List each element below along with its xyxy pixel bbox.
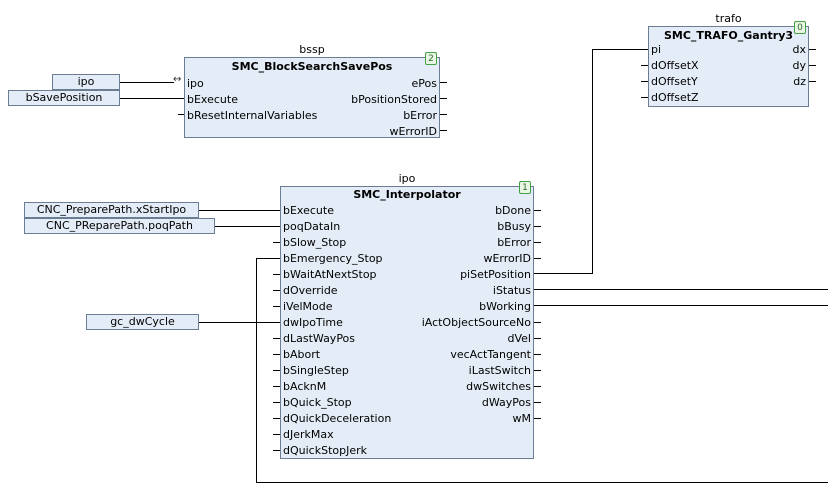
- ipo-input-pin[interactable]: iVelMode: [283, 300, 333, 313]
- ipo-input-pin[interactable]: bExecute: [283, 204, 334, 217]
- ipo-output-pin[interactable]: dwSwitches: [466, 380, 531, 393]
- ipo-output-pin[interactable]: dVel: [507, 332, 531, 345]
- ipo-order-badge: 1: [519, 181, 531, 194]
- ipo-output-pin[interactable]: piSetPosition: [460, 268, 531, 281]
- bssp-output-pin[interactable]: ePos: [411, 77, 437, 90]
- trafo-function-block[interactable]: SMC_TRAFO_Gantry3 0 pi dOffsetX dOffsetY…: [648, 21, 809, 107]
- ipo-input-pin[interactable]: bWaitAtNextStop: [283, 268, 377, 281]
- bssp-output-pin[interactable]: bPositionStored: [351, 93, 437, 106]
- bssp-input-pin[interactable]: bExecute: [187, 93, 238, 106]
- ipo-input-pin[interactable]: bAcknM: [283, 380, 327, 393]
- trafo-input-pin[interactable]: dOffsetZ: [651, 91, 699, 104]
- ipo-input-pin[interactable]: bSingleStep: [283, 364, 349, 377]
- ipo-input-pin[interactable]: bSlow_Stop: [283, 236, 347, 249]
- ipo-output-pin[interactable]: bWorking: [479, 300, 531, 313]
- ipo-instance-name: ipo: [398, 172, 416, 185]
- ipo-input-pin[interactable]: dwIpoTime: [283, 316, 343, 329]
- trafo-output-pin[interactable]: dy: [792, 59, 807, 72]
- ipo-input-pin[interactable]: dJerkMax: [283, 428, 334, 441]
- reference-arrow-icon: ↔: [173, 74, 182, 85]
- variable-bsaveposition[interactable]: bSavePosition: [8, 90, 120, 106]
- bssp-function-block[interactable]: SMC_BlockSearchSavePos 2 ipo bExecute bR…: [184, 52, 440, 138]
- ipo-input-pin[interactable]: dQuickStopJerk: [283, 444, 367, 457]
- trafo-output-pin[interactable]: dz: [793, 75, 806, 88]
- ipo-output-pin[interactable]: iLastSwitch: [468, 364, 531, 377]
- bssp-type-name: SMC_BlockSearchSavePos: [231, 60, 393, 73]
- ipo-output-pin[interactable]: iStatus: [492, 284, 531, 297]
- ipo-input-pin[interactable]: bQuick_Stop: [283, 396, 352, 409]
- ipo-input-pin[interactable]: poqDataIn: [283, 220, 341, 233]
- bssp-output-pin[interactable]: wErrorID: [389, 125, 437, 138]
- variable-prepare-start[interactable]: CNC_PreparePath.xStartIpo: [24, 202, 199, 218]
- ipo-function-block[interactable]: SMC_Interpolator 1 bExecute poqDataIn bS…: [280, 181, 534, 459]
- variable-ipo[interactable]: ipo: [52, 74, 120, 90]
- ipo-input-pin[interactable]: bEmergency_Stop: [283, 252, 383, 265]
- trafo-input-pin[interactable]: dOffsetX: [651, 59, 699, 72]
- trafo-input-pin[interactable]: dOffsetY: [651, 75, 698, 88]
- bssp-order-badge: 2: [425, 52, 437, 65]
- trafo-output-pin[interactable]: dx: [792, 43, 807, 56]
- bssp-input-pin[interactable]: ipo: [187, 77, 204, 90]
- trafo-type-name: SMC_TRAFO_Gantry3: [663, 29, 794, 42]
- bssp-input-pin[interactable]: bResetInternalVariables: [187, 109, 318, 122]
- ipo-output-pin[interactable]: bBusy: [497, 220, 531, 233]
- variable-gc-dwcycle[interactable]: gc_dwCycle: [86, 314, 199, 330]
- ipo-input-pin[interactable]: dLastWayPos: [283, 332, 356, 345]
- ipo-input-pin[interactable]: dOverride: [283, 284, 338, 297]
- ipo-output-pin[interactable]: iActObjectSourceNo: [421, 316, 531, 329]
- trafo-input-pin[interactable]: pi: [651, 43, 662, 56]
- ipo-output-pin[interactable]: dWayPos: [481, 396, 531, 409]
- bssp-output-pin[interactable]: bError: [403, 109, 437, 122]
- trafo-order-badge: 0: [794, 21, 806, 34]
- ipo-output-pin[interactable]: vecActTangent: [450, 348, 531, 361]
- variable-prepare-path[interactable]: CNC_PReparePath.poqPath: [24, 218, 215, 234]
- trafo-instance-name: trafo: [715, 12, 742, 25]
- bssp-instance-name: bssp: [299, 43, 325, 56]
- ipo-output-pin[interactable]: bError: [497, 236, 531, 249]
- ipo-input-pin[interactable]: bAbort: [283, 348, 321, 361]
- ipo-output-pin[interactable]: bDone: [495, 204, 531, 217]
- ipo-output-pin[interactable]: wErrorID: [483, 252, 531, 265]
- ipo-input-pin[interactable]: dQuickDeceleration: [283, 412, 392, 425]
- ipo-output-pin[interactable]: wM: [512, 412, 532, 425]
- ipo-type-name: SMC_Interpolator: [353, 188, 461, 201]
